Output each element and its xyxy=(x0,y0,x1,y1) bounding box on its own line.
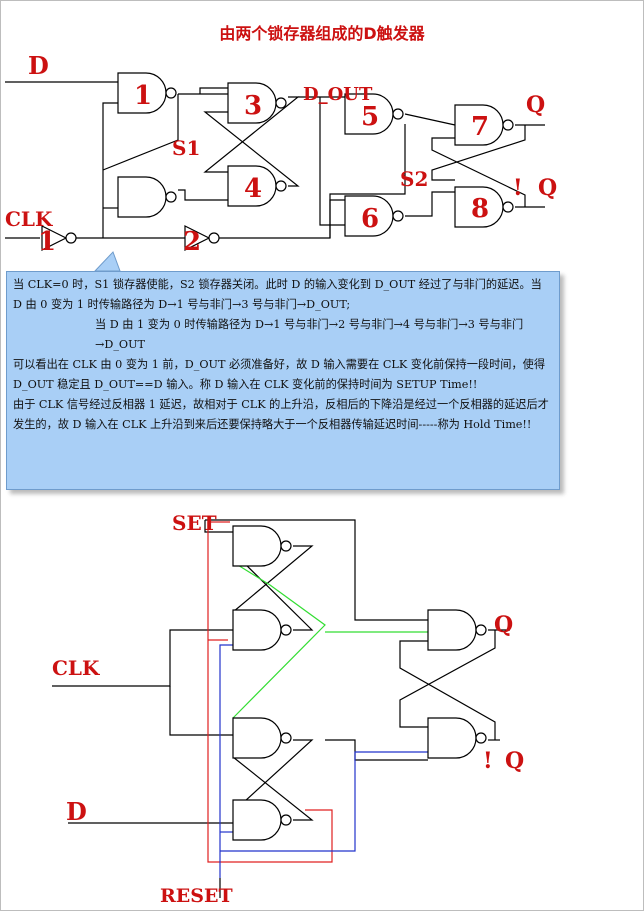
wire-q-feedback xyxy=(399,630,496,728)
wire-6-8 xyxy=(405,191,455,217)
wire-enable-1 xyxy=(102,102,118,238)
label-q-b: Q xyxy=(494,612,513,638)
bottom-gates xyxy=(232,525,487,841)
wire-qbar-feedback xyxy=(399,640,496,740)
wire-8-7 xyxy=(431,137,526,207)
nand-gate-b4 xyxy=(232,799,292,841)
gate-label-8: 8 xyxy=(471,194,489,224)
wire-clk-delayed xyxy=(217,124,406,239)
wire-en-6 xyxy=(329,199,345,238)
label-s2: S2 xyxy=(400,167,428,191)
label-q-bar-b: Q xyxy=(505,748,524,774)
wire-blue-a xyxy=(219,644,233,878)
top-gates xyxy=(41,72,514,251)
note-line-4: 由于 CLK 信号经过反相器 1 延迟，故相对于 CLK 的上升沿，反相后的下降… xyxy=(13,398,549,431)
note-line-2: 当 D 由 1 变为 0 时传输路径为 D→1 号与非门→2 号与非门→4 号与… xyxy=(95,318,524,351)
callout-pointer xyxy=(93,251,121,272)
wire-clk-c xyxy=(169,686,233,736)
wire-2-4 xyxy=(178,189,228,201)
label-q-bar: Q xyxy=(538,175,557,201)
label-d-out: D_OUT xyxy=(303,84,373,105)
label-s1: S1 xyxy=(172,136,200,160)
nand-gate-b1 xyxy=(232,525,292,567)
nand-gate-b3 xyxy=(232,717,292,759)
label-q: Q xyxy=(526,92,545,118)
wire-cross-c xyxy=(232,739,314,813)
nand-gate-b5 xyxy=(427,609,487,651)
gate-label-3: 3 xyxy=(244,91,262,121)
bottom-diagram xyxy=(52,519,510,898)
gate-label-6: 6 xyxy=(361,204,379,234)
nand-gate-2 xyxy=(117,176,177,218)
wire-3-4 xyxy=(203,96,300,173)
label-reset: RESET xyxy=(160,885,233,907)
nand-gate-b2 xyxy=(232,609,292,651)
gate-label-1: 1 xyxy=(134,81,152,111)
label-q-bar-mark: ! xyxy=(513,175,523,201)
gate-label-5: 5 xyxy=(361,102,379,132)
label-q-bar-mark-b: ! xyxy=(483,748,493,774)
wire-blue-c xyxy=(220,751,428,852)
bottom-labels: SET CLK D RESET Q ! Q xyxy=(52,511,524,907)
inverter-label-1: 1 xyxy=(38,227,56,257)
diagram-title: 由两个锁存器组成的D触发器 xyxy=(219,24,425,43)
label-set: SET xyxy=(172,511,217,535)
top-diagram xyxy=(5,81,545,239)
top-labels: D CLK 1 3 5 7 4 6 8 1 2 S1 S2 D_OUT Q ! … xyxy=(5,51,557,257)
gate-label-7: 7 xyxy=(471,112,489,142)
wire-cross-a xyxy=(232,545,314,613)
wire-4-3 xyxy=(203,111,300,187)
wire-7-8 xyxy=(431,125,526,181)
nand-gate-b6 xyxy=(427,717,487,759)
wire-green-upper xyxy=(232,561,326,719)
wire-5-7 xyxy=(404,113,456,126)
wire-reset-path xyxy=(325,739,428,761)
explanation-callout: 当 CLK=0 时，S1 锁存器使能，S2 锁存器关闭。此时 D 的输入变化到 … xyxy=(6,271,560,490)
label-d: D xyxy=(28,51,49,80)
wire-1-2 xyxy=(102,94,179,171)
wire-set xyxy=(205,519,428,621)
label-clk-b: CLK xyxy=(52,656,100,680)
note-line-3: 可以看出在 CLK 由 0 变为 1 前，D_OUT 必须准备好，故 D 输入需… xyxy=(13,358,546,391)
wire-1-3b xyxy=(199,87,228,94)
wire-clk-b xyxy=(52,629,233,687)
gate-label-4: 4 xyxy=(244,174,262,204)
label-clk: CLK xyxy=(5,207,53,231)
wire-cross-d xyxy=(232,756,314,821)
wire-red-reset xyxy=(207,521,333,863)
label-d-b: D xyxy=(66,797,87,826)
inverter-label-2: 2 xyxy=(183,227,201,257)
wire-set-a xyxy=(204,520,233,533)
note-line-1: 当 CLK=0 时，S1 锁存器使能，S2 锁存器关闭。此时 D 的输入变化到 … xyxy=(13,278,542,311)
wire-dout-6 xyxy=(319,97,345,226)
